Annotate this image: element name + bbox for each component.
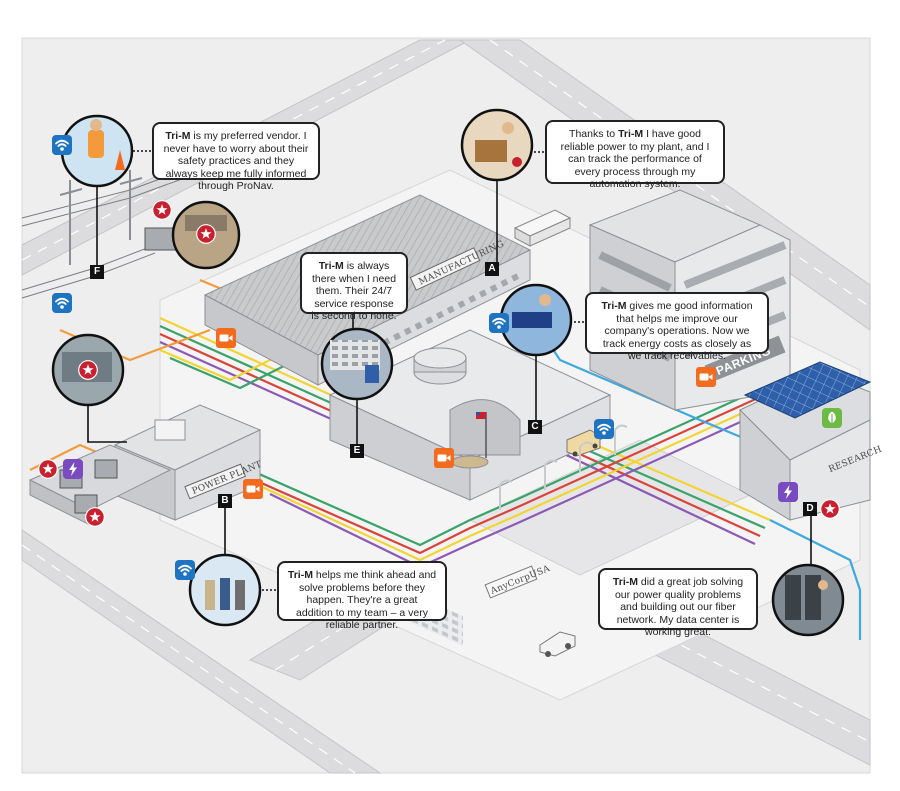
camera-icon — [216, 328, 236, 348]
marker-a: A — [485, 262, 499, 276]
wifi-icon — [175, 560, 195, 580]
lightning-icon — [778, 482, 798, 502]
car — [539, 631, 576, 657]
callout-brand: Tri-M — [601, 300, 627, 312]
callout-brand: Tri-M — [612, 576, 638, 588]
callout-text: helps me think ahead and solve problems … — [296, 569, 437, 631]
marker-e: E — [350, 444, 364, 458]
marker-d: D — [803, 502, 817, 516]
leader-lines — [87, 180, 812, 565]
wifi-icon — [489, 313, 509, 333]
wifi-icon — [52, 135, 72, 155]
marker-f: F — [90, 265, 104, 279]
callout-f: Tri-M is my preferred vendor. I never ha… — [152, 122, 320, 192]
callout-c: Tri-M gives me good information that hel… — [585, 292, 769, 362]
camera-icon — [696, 367, 716, 387]
power-lines — [21, 167, 191, 299]
vignette-data-center — [771, 563, 845, 637]
marker-c: C — [528, 420, 542, 434]
callout-text: is my preferred vendor. I never have to … — [163, 130, 309, 192]
callout-brand: Tri-M — [165, 130, 191, 142]
vignette-team — [188, 553, 262, 627]
camera-icon — [434, 448, 454, 468]
callout-brand: Tri-M — [318, 260, 344, 272]
star-icon — [196, 224, 216, 244]
vignette-control-room — [320, 327, 394, 401]
star-icon — [820, 499, 840, 519]
star-icon — [85, 507, 105, 527]
callout-d: Tri-M did a great job solving our power … — [598, 568, 758, 638]
truck — [513, 209, 572, 247]
vignette-operations — [499, 283, 573, 357]
vignette-safety-worker — [60, 114, 134, 188]
street-lamps — [499, 424, 628, 510]
star-icon — [38, 459, 58, 479]
callout-brand: Tri-M — [618, 128, 644, 140]
callout-text: did a great job solving our power qualit… — [614, 576, 744, 638]
callout-b: Tri-M helps me think ahead and solve pro… — [277, 561, 447, 631]
callout-text: is always there when I need them. Their … — [311, 260, 397, 322]
wifi-icon — [52, 293, 72, 313]
star-icon — [78, 360, 98, 380]
marker-b: B — [218, 494, 232, 508]
leaf-icon — [822, 408, 842, 428]
lightning-icon — [63, 459, 83, 479]
star-icon — [152, 200, 172, 220]
camera-icon — [243, 479, 263, 499]
vignette-automation — [460, 108, 534, 182]
wifi-icon — [594, 419, 614, 439]
callout-brand: Tri-M — [287, 569, 313, 581]
callout-a: Thanks to Tri-M I have good reliable pow… — [545, 120, 725, 190]
research-building: RESEARCH — [739, 361, 884, 521]
callout-e: Tri-M is always there when I need them. … — [300, 252, 408, 322]
callout-text: gives me good information that helps me … — [602, 300, 753, 362]
callout-text-before: Thanks to — [569, 128, 619, 140]
callout-text: I have good reliable power to my plant, … — [560, 128, 710, 190]
